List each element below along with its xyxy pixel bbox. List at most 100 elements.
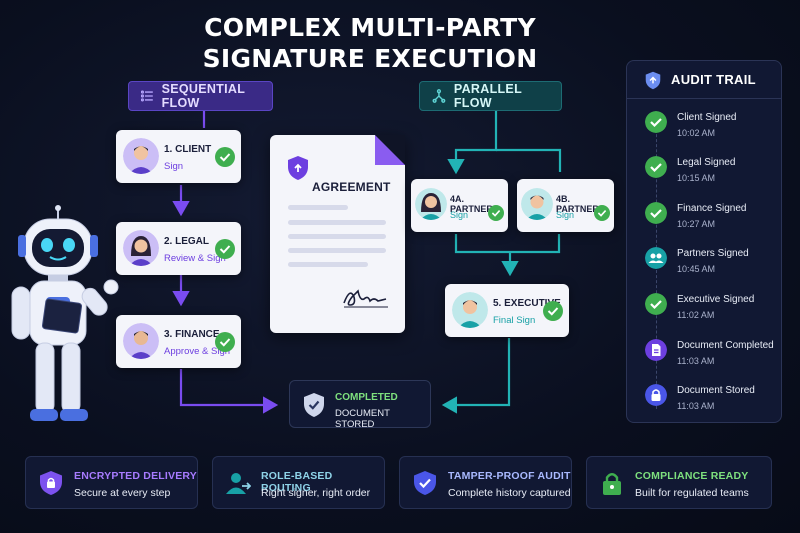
shield-check-icon	[414, 471, 436, 495]
feature-role-based-routing: ROLE-BASED ROUTING Right signer, right o…	[212, 456, 385, 509]
check-icon	[645, 156, 667, 178]
audit-item[interactable]: Legal Signed 10:15 AM	[645, 154, 781, 190]
shield-icon	[288, 156, 308, 180]
document-icon	[645, 339, 667, 361]
feature-subtitle: Secure at every step	[74, 487, 171, 499]
document-fold	[375, 135, 405, 165]
robot-illustration	[11, 205, 119, 421]
audit-trail-title: AUDIT TRAIL	[671, 72, 756, 87]
audit-event: Document Stored	[677, 385, 755, 396]
step-client-card[interactable]: 1. CLIENT Sign	[116, 130, 241, 183]
step-action: Final Sign	[493, 315, 536, 326]
parallel-flow-text: PARALLEL FLOW	[453, 82, 522, 110]
feature-encrypted-delivery: ENCRYPTED DELIVERY Secure at every step	[25, 456, 198, 509]
feature-subtitle: Right signer, right order	[261, 487, 371, 499]
feature-compliance-ready: COMPLIANCE READY Built for regulated tea…	[586, 456, 772, 509]
audit-item[interactable]: Document Stored 11:03 AM	[645, 382, 781, 418]
feature-subtitle: Complete history captured	[448, 487, 571, 499]
feature-title: COMPLIANCE READY	[635, 470, 749, 482]
document-line	[288, 248, 386, 253]
step-action: Review & Sign	[164, 253, 226, 264]
step-name: 3. FINANCE	[164, 329, 220, 340]
sequential-flow-text: SEQUENTIAL FLOW	[161, 82, 245, 110]
audit-time: 10:45 AM	[677, 264, 716, 274]
step-partner-b-card[interactable]: 4B. PARTNER Sign	[517, 179, 614, 232]
shield-check-icon	[304, 393, 324, 417]
audit-item[interactable]: Finance Signed 10:27 AM	[645, 200, 781, 236]
completed-status-box: COMPLETED DOCUMENT STORED	[289, 380, 431, 430]
step-action: Sign	[556, 210, 575, 220]
completed-subtitle: DOCUMENT STORED	[335, 408, 390, 430]
executive-avatar	[452, 292, 488, 328]
audit-trail-panel: AUDIT TRAIL Client Signed 10:02 AM Legal…	[626, 60, 782, 423]
audit-time: 10:02 AM	[677, 128, 716, 138]
padlock-icon	[603, 473, 621, 495]
step-legal-card[interactable]: 2. LEGAL Review & Sign	[116, 222, 241, 275]
shield-lock-icon	[40, 471, 62, 495]
page-title: COMPLEX MULTI-PARTY SIGNATURE EXECUTION	[202, 13, 538, 73]
step-executive-card[interactable]: 5. EXECUTIVE Final Sign	[445, 284, 569, 337]
sequential-connectors	[172, 111, 279, 414]
parallel-flow-label: PARALLEL FLOW	[419, 81, 562, 111]
user-route-icon	[226, 473, 251, 494]
audit-time: 10:27 AM	[677, 219, 716, 229]
step-name: 1. CLIENT	[164, 144, 212, 155]
step-name: 4A. PARTNER	[450, 194, 493, 214]
step-name: 5. EXECUTIVE	[493, 298, 561, 309]
legal-avatar	[123, 230, 159, 266]
agreement-document[interactable]: AGREEMENT	[270, 135, 405, 333]
parallel-connectors	[441, 111, 562, 414]
partner-a-avatar	[415, 188, 447, 220]
list-flow-icon	[141, 90, 153, 102]
check-icon	[488, 205, 504, 221]
audit-trail-header: AUDIT TRAIL	[627, 61, 781, 99]
step-action: Approve & Sign	[164, 346, 231, 357]
feature-title: TAMPER-PROOF AUDIT	[448, 470, 571, 482]
audit-event: Executive Signed	[677, 294, 755, 305]
step-finance-card[interactable]: 3. FINANCE Approve & Sign	[116, 315, 241, 368]
check-icon	[543, 301, 563, 321]
document-title: AGREEMENT	[312, 180, 391, 194]
step-action: Sign	[164, 161, 184, 172]
step-action: Sign	[450, 210, 469, 220]
audit-time: 11:03 AM	[677, 401, 715, 411]
check-icon	[645, 202, 667, 224]
sequential-flow-label: SEQUENTIAL FLOW	[128, 81, 273, 111]
audit-item[interactable]: Partners Signed 10:45 AM	[645, 245, 781, 281]
audit-event: Legal Signed	[677, 157, 736, 168]
step-partner-a-card[interactable]: 4A. PARTNER Sign	[411, 179, 508, 232]
step-name: 4B. PARTNER	[556, 194, 599, 214]
document-line	[288, 262, 368, 267]
check-icon	[645, 293, 667, 315]
client-avatar	[123, 138, 159, 174]
partner-b-avatar	[521, 188, 553, 220]
check-icon	[215, 147, 235, 167]
lock-icon	[645, 384, 667, 406]
check-icon	[215, 239, 235, 259]
document-line	[288, 220, 386, 225]
audit-event: Document Completed	[677, 340, 774, 351]
audit-item[interactable]: Executive Signed 11:02 AM	[645, 291, 781, 327]
shield-icon	[645, 71, 661, 90]
feature-tamper-proof-audit: TAMPER-PROOF AUDIT Complete history capt…	[399, 456, 572, 509]
audit-time: 11:03 AM	[677, 356, 715, 366]
check-icon	[215, 332, 235, 352]
signature-icon	[343, 289, 388, 308]
step-name: 2. LEGAL	[164, 236, 210, 247]
audit-item[interactable]: Client Signed 10:02 AM	[645, 109, 781, 145]
audit-event: Client Signed	[677, 112, 737, 123]
check-icon	[645, 111, 667, 133]
audit-event: Partners Signed	[677, 248, 749, 259]
audit-event: Finance Signed	[677, 203, 747, 214]
feature-title: ROLE-BASED ROUTING	[261, 470, 333, 494]
audit-item[interactable]: Document Completed 11:03 AM	[645, 337, 781, 373]
split-flow-icon	[432, 89, 446, 103]
document-line	[288, 205, 348, 210]
feature-subtitle: Built for regulated teams	[635, 487, 749, 499]
audit-time: 10:15 AM	[677, 173, 716, 183]
users-icon	[645, 247, 667, 269]
check-icon	[594, 205, 610, 221]
audit-time: 11:02 AM	[677, 310, 715, 320]
document-line	[288, 234, 386, 239]
